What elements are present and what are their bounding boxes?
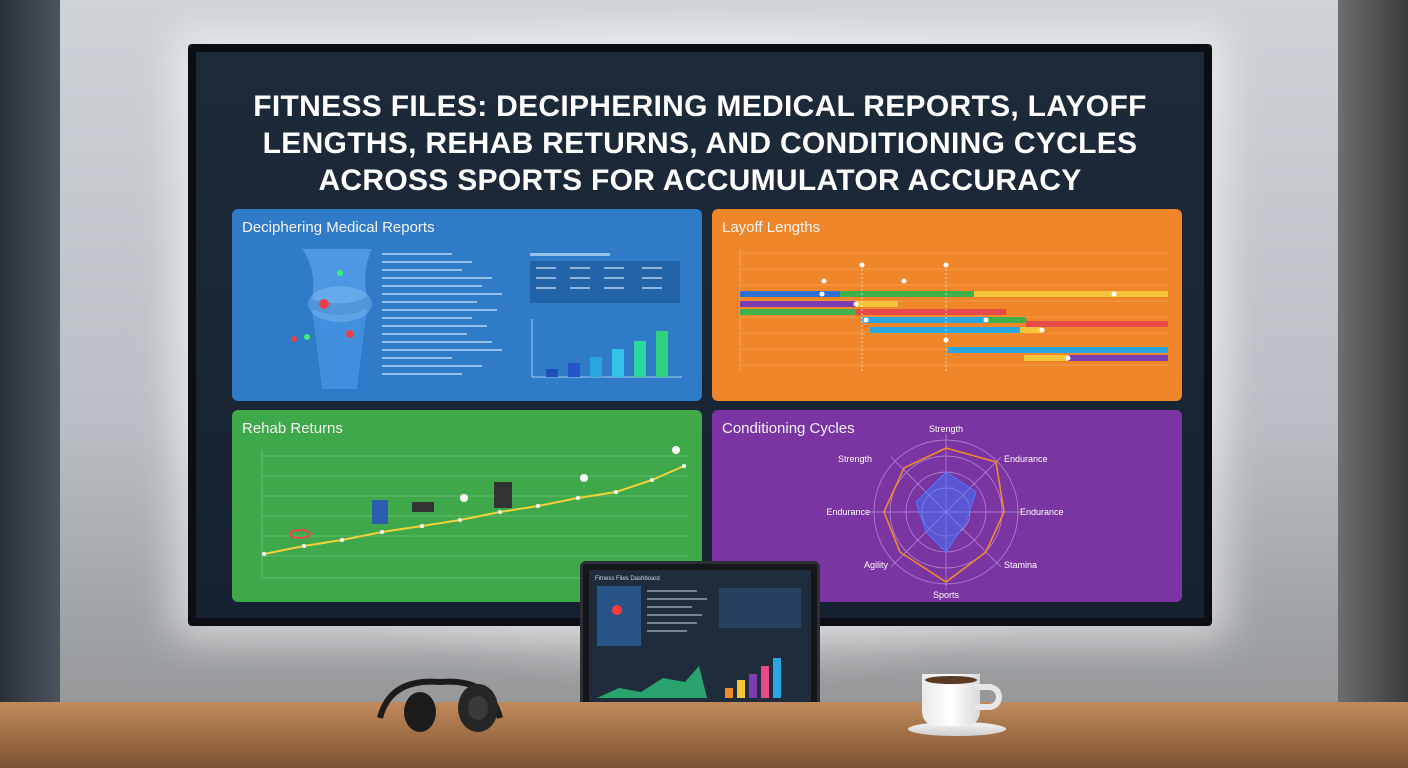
panel-title: Deciphering Medical Reports	[242, 219, 435, 236]
rehab-points	[262, 464, 686, 556]
radar-label-top: Strength	[929, 424, 963, 434]
rehab-progress-chart	[261, 446, 688, 579]
panel-title: Rehab Returns	[242, 420, 343, 437]
room-right-wall	[1338, 0, 1408, 768]
report-text-lines	[382, 253, 502, 375]
wall-monitor: FITNESS FILES: DECIPHERING MEDICAL REPOR…	[188, 44, 1212, 626]
page-title: FITNESS FILES: DECIPHERING MEDICAL REPOR…	[253, 90, 1147, 197]
desk	[0, 702, 1408, 768]
knee-xray-icon	[291, 249, 372, 389]
radar-label-bottom: Sports	[933, 590, 960, 600]
laptop: Fitness Files Dashboard	[580, 561, 820, 717]
report-table	[530, 253, 680, 303]
layoff-gantt-chart	[739, 249, 1168, 371]
laptop-screen: Fitness Files Dashboard	[589, 570, 811, 710]
radar-label-upper-right: Endurance	[1004, 454, 1048, 464]
headphones-icon	[377, 678, 503, 732]
laptop-dashboard-title: Fitness Files Dashboard	[595, 576, 660, 582]
radar-series-2	[915, 471, 977, 553]
coffee	[925, 676, 977, 684]
panel-medical-reports: Deciphering Medical Reports	[232, 209, 702, 401]
mug-handle	[974, 684, 1002, 710]
radar-label-right: Endurance	[1020, 507, 1064, 517]
medical-illustration	[291, 249, 682, 389]
radar-label-left: Endurance	[826, 507, 870, 517]
room-left-wall	[0, 0, 60, 768]
rehab-grid	[261, 450, 688, 579]
rehab-equipment-icons	[289, 446, 680, 539]
monitor-screen: FITNESS FILES: DECIPHERING MEDICAL REPOR…	[196, 52, 1204, 618]
radar-series-1	[883, 447, 1005, 583]
laptop-dashboard-graphics	[597, 586, 801, 698]
rehab-progress-line	[263, 465, 685, 555]
panel-title: Conditioning Cycles	[722, 420, 855, 437]
mini-bar-chart	[531, 319, 682, 378]
panel-layoff-lengths: Layoff Lengths	[712, 209, 1182, 401]
conditioning-radar-chart: Strength Strength Endurance Endurance En…	[826, 424, 1064, 600]
gantt-bars	[740, 291, 1168, 361]
radar-label-lower-right: Stamina	[1004, 560, 1037, 570]
panel-title: Layoff Lengths	[722, 219, 821, 236]
radar-label-upper-left: Strength	[838, 454, 872, 464]
radar-label-lower-left: Agility	[864, 560, 889, 570]
